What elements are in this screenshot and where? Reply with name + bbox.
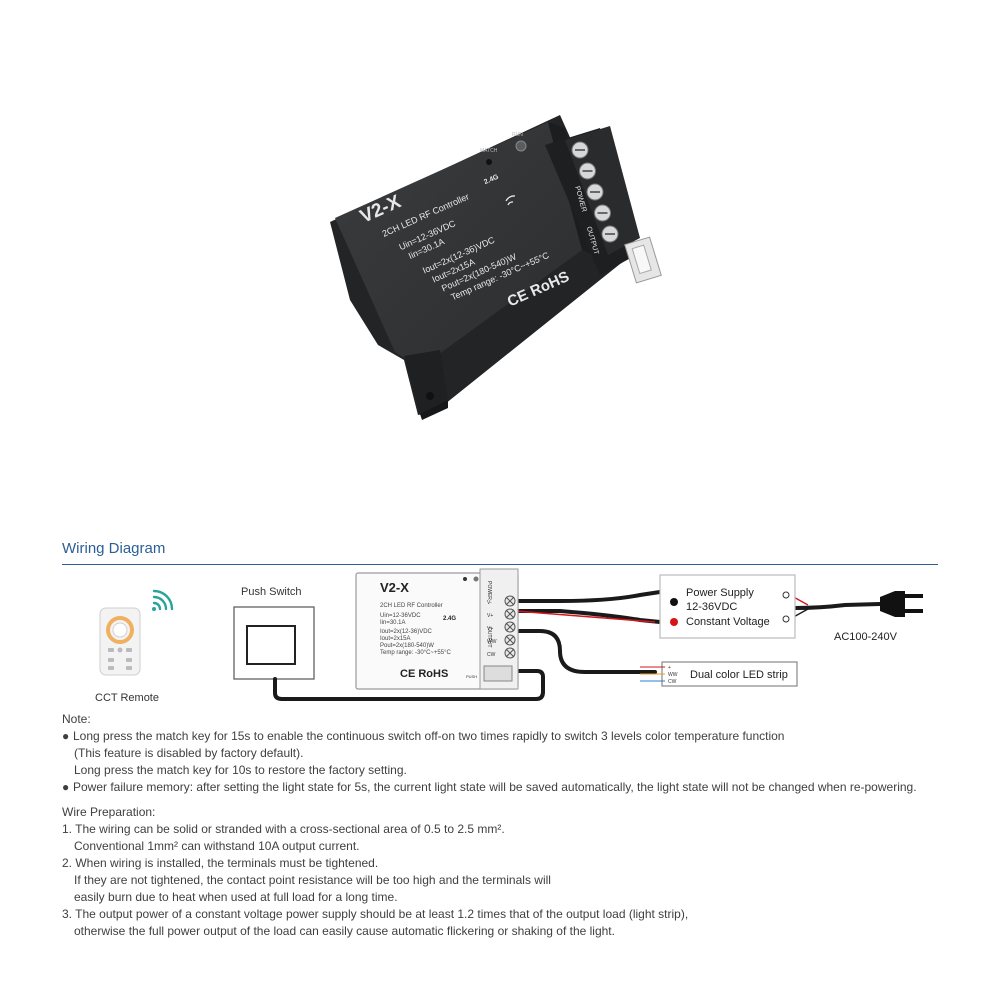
wire-prep-section: Wire Preparation: 1. The wiring can be s… (62, 804, 688, 940)
diagram-spec: Iin=30.1A (380, 620, 406, 626)
led-strip-label: Dual color LED strip (690, 669, 788, 681)
diagram-spec: Iout=2x(12-36)VDC (380, 629, 433, 635)
push-switch-wire (273, 669, 545, 701)
strip-pin-cw: CW (668, 679, 677, 685)
wiring-diagram: CCT Remote Push Switch V2-X 2CH LED RF C… (95, 568, 923, 704)
controller-body (335, 122, 582, 368)
title-divider (62, 564, 938, 565)
diagram-terminal-label: CW (487, 652, 496, 658)
match-button (486, 159, 492, 165)
power-supply: Power Supply 12-36VDC Constant Voltage (659, 574, 796, 639)
note-item: ●Power failure memory: after setting the… (62, 780, 917, 794)
output-wire (513, 629, 657, 674)
push-switch-label: Push Switch (241, 586, 302, 598)
wire-prep-item-continued: Conventional 1mm² can withstand 10A outp… (74, 839, 360, 853)
diagram-spec: Temp range: -30°C~+55°C (380, 650, 452, 656)
controller-diagram: V2-X 2CH LED RF Controller Uin=12-36VDC … (355, 568, 519, 690)
wire-prep-item-continued: If they are not tightened, the contact p… (74, 873, 551, 887)
strip-pin-ww: WW (668, 672, 678, 678)
section-title: Wiring Diagram (62, 540, 166, 557)
diagram-model: V2-X (380, 580, 409, 595)
wire-prep-item: 3. The output power of a constant voltag… (62, 907, 689, 921)
match-label: MATCH (480, 148, 498, 154)
wireless-signal-icon (152, 589, 174, 611)
diagram-terminal-label: V+ (487, 613, 493, 619)
psu-title: Power Supply (686, 587, 754, 599)
ac-plug-icon (880, 591, 923, 617)
note-item-continued: (This feature is disabled by factory def… (74, 746, 304, 760)
diagram-freq: 2.4G (443, 616, 456, 622)
strip-pin-plus: + (668, 665, 671, 671)
diagram-group-output: OUTPUT (486, 627, 492, 648)
notes-section: Note: ●Long press the match key for 15s … (62, 711, 917, 796)
psu-voltage: 12-36VDC (686, 601, 737, 613)
push-switch (233, 606, 315, 680)
diagram-terminal-label: V+ (487, 626, 493, 632)
mounting-ear (404, 350, 448, 414)
run-led (515, 140, 527, 152)
remote-label: CCT Remote (95, 692, 159, 704)
notes-heading: Note: (62, 712, 91, 726)
diagram-terminal-label: V- (487, 600, 492, 606)
diagram-spec: Uin=12-36VDC (380, 613, 421, 619)
diagram-spec: Pout=2x(180-540)W (380, 643, 434, 649)
diagram-subtitle: 2CH LED RF Controller (380, 603, 443, 609)
diagram-terminal-label: WW (487, 639, 497, 645)
wire-prep-item-continued: otherwise the full power output of the l… (74, 924, 615, 938)
psu-type: Constant Voltage (686, 616, 770, 628)
run-label: RUN (512, 132, 523, 138)
diagram-cert: CE RoHS (400, 668, 448, 680)
note-item-continued: Long press the match key for 10s to rest… (74, 763, 407, 777)
wire-prep-item-continued: easily burn due to heat when used at ful… (74, 890, 398, 904)
wifi-icon (505, 195, 516, 206)
wire-prep-heading: Wire Preparation: (62, 805, 156, 819)
diagram-spec: Iout=2x15A (380, 636, 411, 642)
power-wire-positive (513, 609, 662, 624)
power-wire-negative (513, 590, 662, 603)
diagram-push-label: PUSH (466, 674, 477, 679)
product-photo: MATCH RUN V2-X 2CH LED RF Controller Uin… (330, 115, 662, 420)
led-strip: Dual color LED strip + WW CW (640, 661, 798, 687)
ac-label: AC100-240V (834, 631, 898, 643)
ac-wire (793, 602, 882, 610)
wire-prep-item: 1. The wiring can be solid or stranded w… (62, 822, 505, 836)
diagram-group-power: POWER (486, 581, 492, 600)
wire-prep-item: 2. When wiring is installed, the termina… (62, 856, 379, 870)
cct-remote (99, 607, 141, 676)
note-item: ●Long press the match key for 15s to ena… (62, 729, 785, 743)
terminal-block (545, 126, 662, 284)
